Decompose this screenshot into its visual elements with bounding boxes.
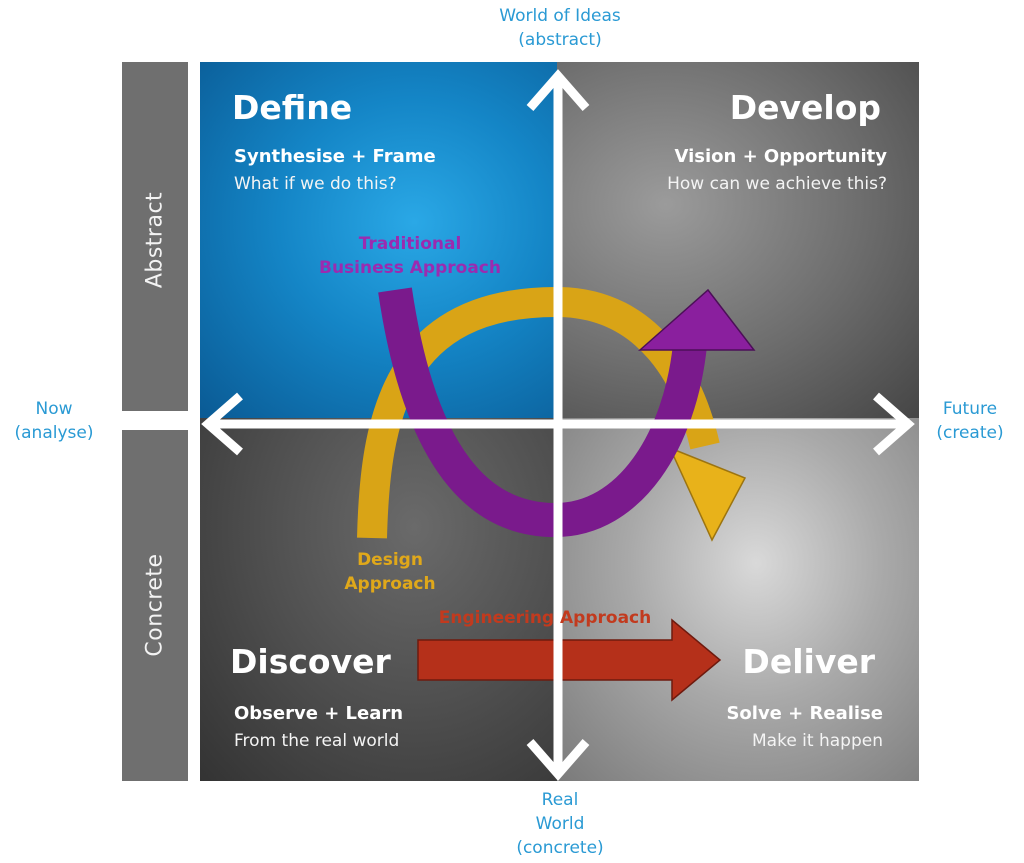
axis-bottom-label: Real World (concrete)	[480, 788, 640, 860]
abstract-sidebar	[122, 62, 188, 411]
design-approach-line2: Approach	[344, 574, 436, 594]
arrow-left-icon	[201, 392, 243, 456]
axis-bottom-line3: (concrete)	[516, 838, 604, 858]
axis-left-label: Now (analyse)	[0, 397, 108, 445]
axis-top-line1: World of Ideas	[499, 6, 621, 26]
arrow-down-icon	[526, 739, 590, 781]
discover-title: Discover	[230, 642, 391, 681]
concrete-sidebar	[122, 430, 188, 781]
discover-subtitle: Observe + Learn	[234, 703, 404, 724]
develop-title: Develop	[729, 88, 881, 127]
axis-right-label: Future (create)	[916, 397, 1024, 445]
engineering-approach-label: Engineering Approach	[438, 608, 652, 628]
define-quadrant: Define Synthesise + Frame What if we do …	[200, 62, 557, 418]
axis-right-line1: Future	[942, 399, 998, 419]
arrow-up-icon	[526, 69, 590, 111]
axis-top-label: World of Ideas (abstract)	[455, 4, 665, 52]
axis-left-line2: (analyse)	[14, 423, 94, 443]
traditional-approach-line1: Traditional	[358, 234, 462, 254]
design-approach-line1: Design	[357, 550, 423, 570]
deliver-title: Deliver	[742, 642, 875, 681]
deliver-description: Make it happen	[752, 731, 883, 751]
develop-quadrant: Develop Vision + Opportunity How can we …	[557, 62, 919, 418]
axis-bottom-line2: World	[535, 814, 585, 834]
arrow-right-icon	[873, 392, 915, 456]
engineering-approach-arrow	[417, 618, 722, 702]
axis-left-line1: Now	[35, 399, 73, 419]
deliver-subtitle: Solve + Realise	[726, 703, 883, 724]
define-description: What if we do this?	[234, 174, 397, 194]
axis-right-line2: (create)	[936, 423, 1004, 443]
axis-bottom-line1: Real	[541, 790, 579, 810]
traditional-approach-line2: Business Approach	[318, 258, 501, 278]
design-approach-arrowhead	[668, 446, 747, 542]
discover-description: From the real world	[234, 731, 400, 751]
traditional-approach-label: Traditional Business Approach	[300, 232, 520, 280]
define-title: Define	[232, 88, 353, 127]
develop-subtitle: Vision + Opportunity	[674, 146, 887, 167]
axis-top-line2: (abstract)	[518, 30, 602, 50]
develop-description: How can we achieve this?	[667, 174, 887, 194]
traditional-approach-arrowhead	[638, 288, 756, 351]
design-approach-label: Design Approach	[330, 548, 450, 596]
define-subtitle: Synthesise + Frame	[234, 146, 436, 167]
